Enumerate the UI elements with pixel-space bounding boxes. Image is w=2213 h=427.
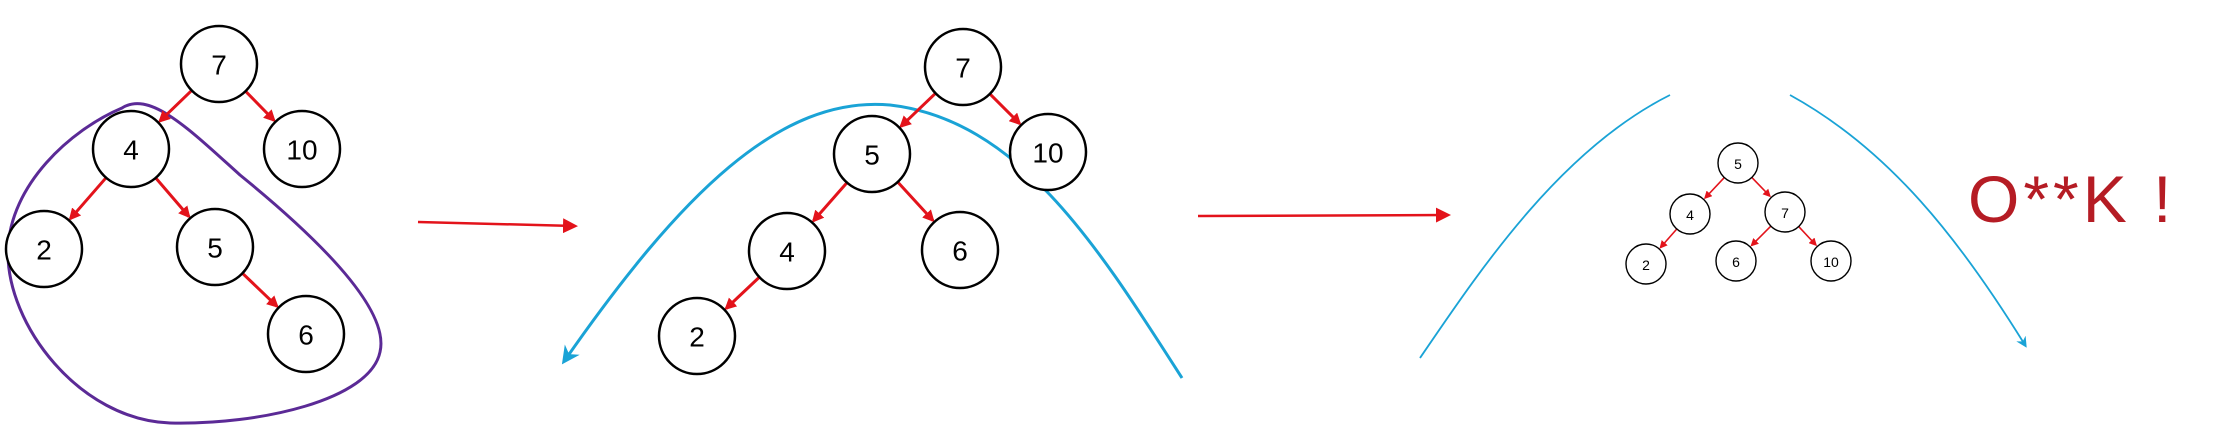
tree-edges <box>68 89 1817 311</box>
node-circle <box>266 294 346 374</box>
node-circle <box>175 207 255 287</box>
node-circle <box>1810 240 1852 282</box>
node-label: 5 <box>864 140 880 171</box>
tree-node: 10 <box>1008 112 1088 192</box>
node-label: 5 <box>207 233 223 264</box>
node-circle <box>1764 191 1806 233</box>
node-label: 10 <box>1823 254 1839 270</box>
tree-node: 10 <box>1810 240 1852 282</box>
tree-node: 6 <box>920 210 1000 290</box>
node-label: 6 <box>952 236 968 267</box>
node-label: 2 <box>689 322 705 353</box>
transition-arrow-2 <box>1197 207 1451 223</box>
node-circle <box>747 211 827 291</box>
tree-edge <box>1751 176 1771 198</box>
rotation-curve <box>561 102 1184 379</box>
transition-arrow-1 <box>417 218 578 234</box>
tree-edge <box>988 92 1022 126</box>
tree-edge <box>1659 228 1678 249</box>
tree-edge <box>244 90 276 123</box>
node-circle <box>657 296 737 376</box>
right-decorative-curve <box>1789 94 2027 348</box>
node-label: 2 <box>36 235 52 266</box>
tree-node: 2 <box>4 209 84 289</box>
node-circle <box>923 27 1003 107</box>
tree-edge <box>1704 177 1725 200</box>
node-label: 6 <box>298 320 314 351</box>
tree-node: 5 <box>1717 142 1759 184</box>
node-circle <box>1008 112 1088 192</box>
tree-node: 4 <box>1669 193 1711 235</box>
node-label: 10 <box>286 135 317 166</box>
node-label: 5 <box>1734 156 1742 172</box>
tree-nodes: 7 4 10 2 5 6 7 5 10 4 6 2 5 4 7 2 6 10 <box>4 24 1852 376</box>
tree-node: 4 <box>747 211 827 291</box>
tree-node: 4 <box>91 109 171 189</box>
node-circle <box>4 209 84 289</box>
node-label: 10 <box>1032 138 1063 169</box>
tree-node: 2 <box>657 296 737 376</box>
node-circle <box>1669 193 1711 235</box>
tree-node: 5 <box>175 207 255 287</box>
node-circle <box>1717 142 1759 184</box>
tree-edge <box>241 272 279 309</box>
tree-edge <box>68 176 108 221</box>
tree-edge <box>1798 226 1817 247</box>
node-circle <box>91 109 171 189</box>
node-label: 6 <box>1732 254 1740 270</box>
tree-node: 6 <box>266 294 346 374</box>
node-label: 4 <box>123 135 139 166</box>
tree-edge <box>1750 225 1772 247</box>
caption-text: O**K ! <box>1968 162 2175 236</box>
tree-node: 6 <box>1715 240 1757 282</box>
tree-edge <box>154 176 191 219</box>
tree-edge <box>899 92 937 129</box>
node-label: 4 <box>1686 207 1694 223</box>
tree-node: 10 <box>262 109 342 189</box>
tree-node: 7 <box>179 24 259 104</box>
left-decorative-curve <box>1419 94 1671 359</box>
tree-node: 5 <box>832 114 912 194</box>
tree-node: 7 <box>923 27 1003 107</box>
node-circle <box>1625 243 1667 285</box>
tree-edge <box>158 89 193 123</box>
tree-edge <box>724 276 761 311</box>
node-circle <box>179 24 259 104</box>
tree-edge <box>896 180 935 223</box>
node-label: 7 <box>955 53 971 84</box>
node-label: 7 <box>1781 205 1789 221</box>
tree-node: 7 <box>1764 191 1806 233</box>
node-circle <box>262 109 342 189</box>
node-label: 2 <box>1642 257 1650 273</box>
tree-node: 2 <box>1625 243 1667 285</box>
node-circle <box>1715 240 1757 282</box>
tree-edge <box>811 181 849 223</box>
node-circle <box>832 114 912 194</box>
node-label: 4 <box>779 237 795 268</box>
node-label: 7 <box>211 50 227 81</box>
node-circle <box>920 210 1000 290</box>
